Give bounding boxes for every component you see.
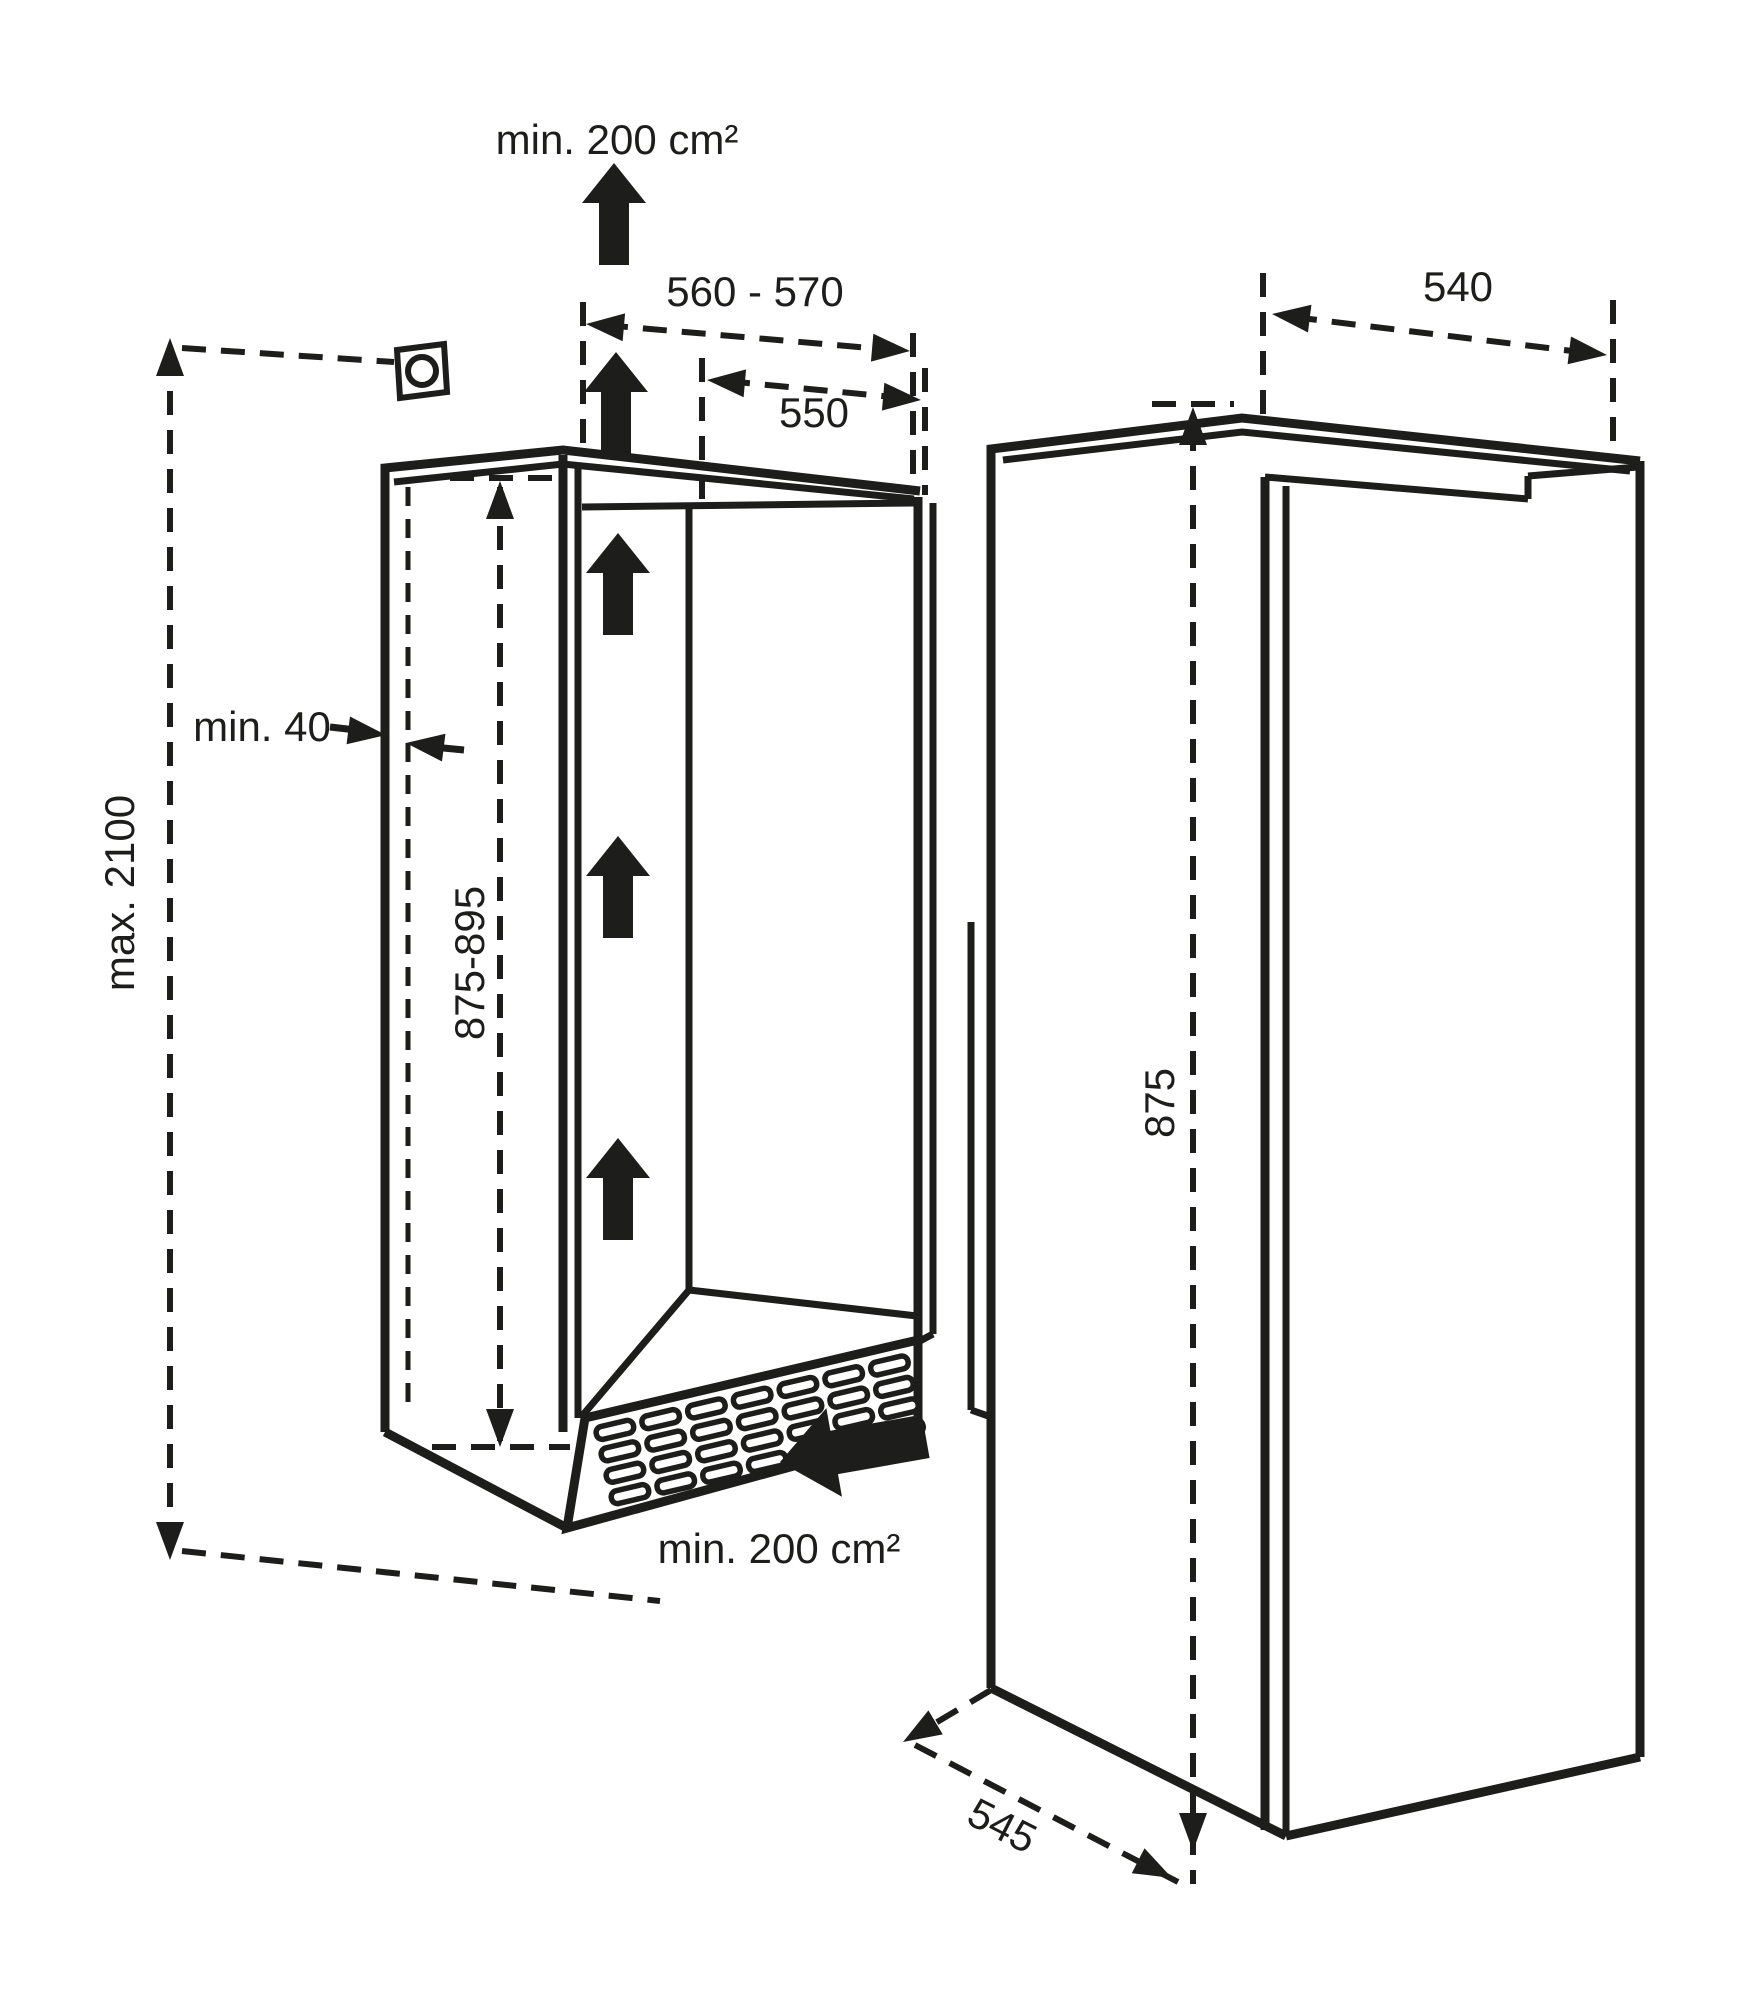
- label-appliance-height: 875: [1135, 1067, 1183, 1139]
- dimension-min-40: [329, 716, 465, 762]
- power-socket-icon: [393, 340, 451, 402]
- appliance-outline: [967, 413, 1645, 1841]
- label-rear-gap: min. 40: [193, 702, 331, 750]
- label-bottom-ventilation: min. 200 cm²: [657, 1524, 901, 1572]
- label-top-ventilation: min. 200 cm²: [495, 115, 739, 163]
- dimension-550: [699, 358, 928, 505]
- dimension-560-570: [580, 302, 916, 490]
- dimension-875-895: [432, 475, 570, 1450]
- label-max-total-height: max. 2100: [95, 794, 143, 992]
- dimension-max-2100: [156, 338, 661, 1604]
- label-niche-height: 875-895: [445, 885, 493, 1041]
- label-niche-width: 560 - 570: [666, 267, 844, 315]
- dimension-540: [1260, 273, 1616, 454]
- label-appliance-top-width: 540: [1422, 262, 1494, 310]
- niche-cabinet-outline: [380, 445, 937, 1532]
- top-vent-airflow-arrow-icon: [582, 163, 648, 454]
- dimension-875: [1152, 401, 1234, 1884]
- dimension-545: [895, 1687, 1180, 1891]
- niche-airflow-arrow-icons: [586, 533, 650, 1240]
- label-niche-depth: 550: [778, 388, 850, 436]
- bottom-vent-intake-arrow-icon: [780, 1408, 930, 1497]
